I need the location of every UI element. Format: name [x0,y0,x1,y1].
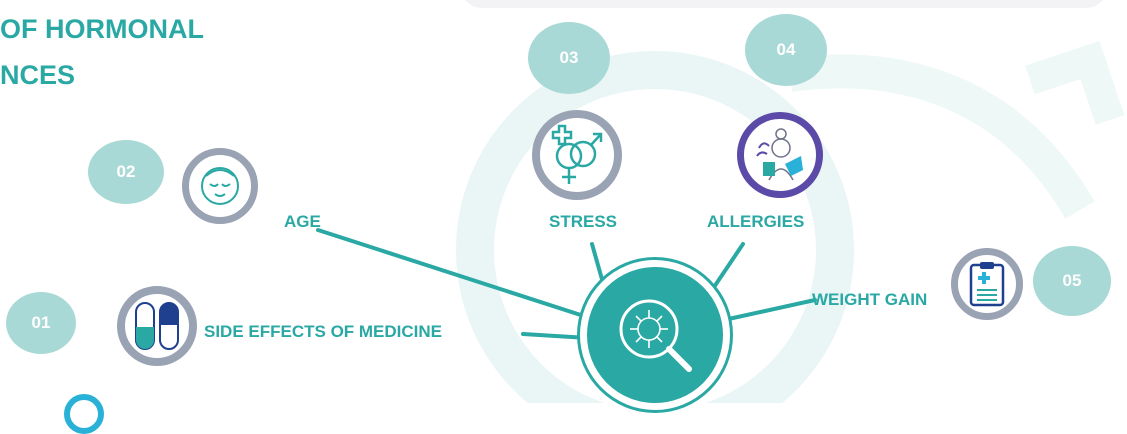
number-badge-04: 04 [745,14,827,86]
woman-with-flowers-icon [756,128,803,181]
connector-age [316,228,592,320]
background-arcs [456,41,1125,403]
cause-icon-03 [532,110,622,200]
number-badge-03: 03 [528,22,610,94]
gender-symbols-icon [551,124,603,184]
connector-weight [722,298,817,322]
connector-allergies [710,242,745,292]
connector-medicine [521,332,590,340]
page-title: OF HORMONAL NCES [0,6,204,98]
cause-label-04: ALLERGIES [707,212,805,231]
cause-label-02: AGE [284,212,321,231]
cause-icon-05 [951,248,1023,320]
medical-clipboard-icon [969,262,1005,307]
cause-icon-02 [182,148,258,224]
top-banner [460,0,1108,8]
cause-icon-04 [737,112,823,198]
face-profile-icon [201,167,239,205]
number-badge-01: 01 [6,292,76,354]
cause-label-01: SIDE EFFECTS OF MEDICINE [204,322,443,341]
number-badge-02: 02 [88,140,164,204]
center-hub [580,260,730,410]
connector-lines [316,228,817,340]
partial-icon-ring [64,394,104,434]
cause-label-03: STRESS [549,212,618,231]
number-badge-05: 05 [1033,246,1111,316]
cause-label-05: WEIGHT GAIN [812,290,928,309]
title-line-1: OF HORMONAL [0,14,204,44]
pill-capsules-icon [135,302,179,350]
cause-icon-01 [117,286,197,366]
virus-magnifier-icon [619,299,692,372]
title-line-2: NCES [0,60,76,90]
